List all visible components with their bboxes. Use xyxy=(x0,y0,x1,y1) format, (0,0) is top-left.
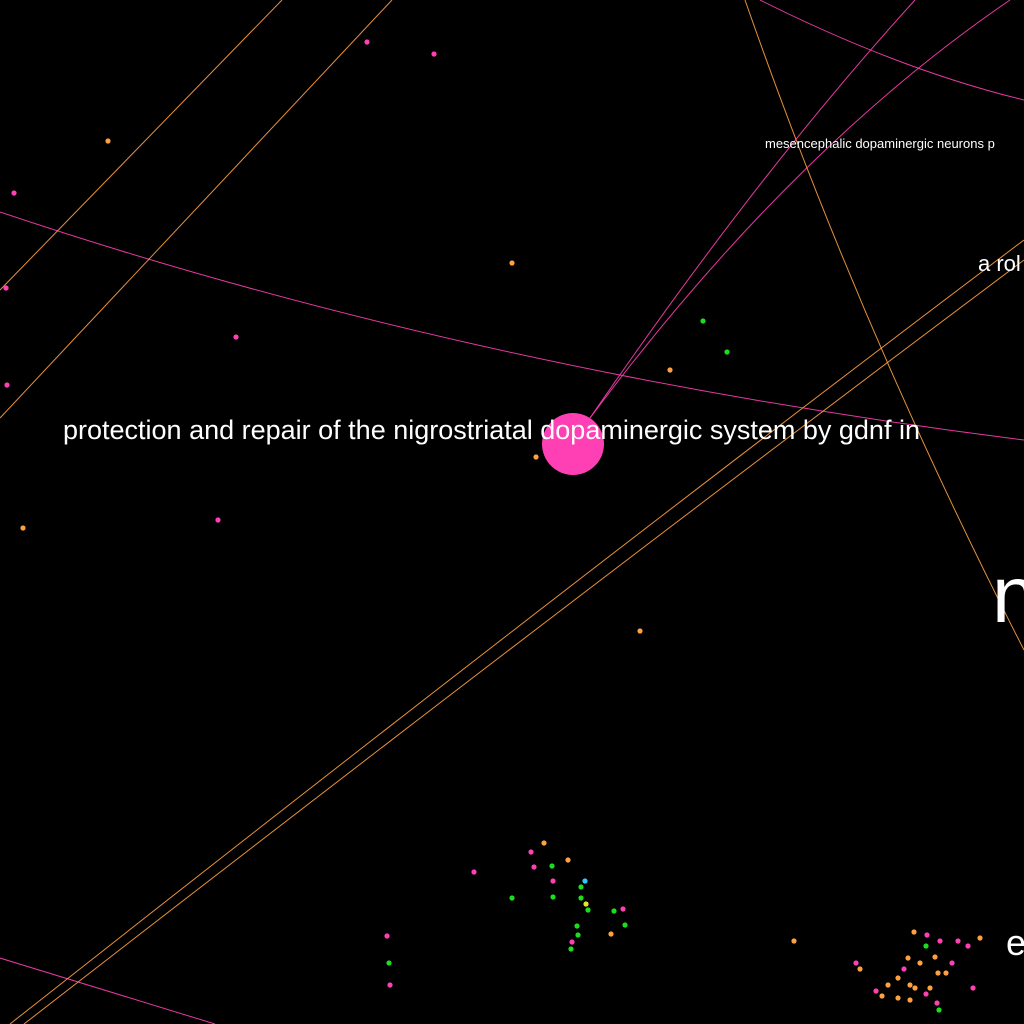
graph-node-orange[interactable] xyxy=(509,260,515,266)
graph-node-green[interactable] xyxy=(724,349,730,355)
graph-node-pink[interactable] xyxy=(965,943,971,949)
graph-edge-orange-top-left-2 xyxy=(0,0,393,419)
graph-node-orange[interactable] xyxy=(935,970,941,976)
graph-node-pink[interactable] xyxy=(384,933,390,939)
graph-node-orange[interactable] xyxy=(977,935,983,941)
graph-node-pink[interactable] xyxy=(550,878,556,884)
graph-node-pink[interactable] xyxy=(873,988,879,994)
graph-node-green[interactable] xyxy=(622,922,628,928)
graph-node-pink[interactable] xyxy=(853,960,859,966)
graph-node-pink[interactable] xyxy=(923,991,929,997)
graph-node-pink[interactable] xyxy=(901,966,907,972)
graph-node-orange[interactable] xyxy=(907,997,913,1003)
graph-edge-pink-up-2 xyxy=(589,0,1011,419)
graph-node-orange[interactable] xyxy=(927,985,933,991)
graph-node-pink[interactable] xyxy=(970,985,976,991)
graph-node-orange[interactable] xyxy=(791,938,797,944)
graph-node-orange[interactable] xyxy=(905,955,911,961)
graph-edge-orange-long-1 xyxy=(9,239,1024,1024)
graph-edge-orange-long-2 xyxy=(23,259,1024,1024)
graph-node-orange[interactable] xyxy=(895,995,901,1001)
graph-node-pink[interactable] xyxy=(3,285,9,291)
graph-edge-pink-bottom-left xyxy=(0,957,216,1024)
focus-node[interactable] xyxy=(542,413,604,475)
graph-node-pink[interactable] xyxy=(620,906,626,912)
graph-node-orange[interactable] xyxy=(608,931,614,937)
graph-node-green[interactable] xyxy=(386,960,392,966)
graph-node-pink[interactable] xyxy=(4,382,10,388)
graph-node-pink[interactable] xyxy=(11,190,17,196)
graph-node-orange[interactable] xyxy=(637,628,643,634)
graph-node-green[interactable] xyxy=(923,943,929,949)
graph-node-pink[interactable] xyxy=(934,1000,940,1006)
graph-node-green[interactable] xyxy=(574,923,580,929)
graph-node-orange[interactable] xyxy=(533,454,539,460)
graph-node-orange[interactable] xyxy=(541,840,547,846)
graph-node-pink[interactable] xyxy=(937,938,943,944)
graph-node-pink[interactable] xyxy=(528,849,534,855)
graph-node-green[interactable] xyxy=(585,907,591,913)
graph-node-orange[interactable] xyxy=(932,954,938,960)
node-label-top-right[interactable]: mesencephalic dopaminergic neurons p xyxy=(765,136,995,151)
graph-node-cyan[interactable] xyxy=(582,878,588,884)
graph-node-pink[interactable] xyxy=(471,869,477,875)
graph-node-orange[interactable] xyxy=(907,982,913,988)
node-label-bottom-right[interactable]: e xyxy=(1006,922,1024,963)
graph-node-pink[interactable] xyxy=(233,334,239,340)
graph-node-green[interactable] xyxy=(700,318,706,324)
graph-node-orange[interactable] xyxy=(917,960,923,966)
graph-edge-pink-arc-long xyxy=(0,211,1024,441)
graph-node-green[interactable] xyxy=(575,932,581,938)
graph-node-yellow[interactable] xyxy=(583,901,589,907)
graph-node-green[interactable] xyxy=(550,894,556,900)
node-label-right-mid[interactable]: a rol xyxy=(978,251,1021,276)
graph-node-green[interactable] xyxy=(549,863,555,869)
graph-node-pink[interactable] xyxy=(531,864,537,870)
graph-node-orange[interactable] xyxy=(943,970,949,976)
graph-node-green[interactable] xyxy=(509,895,515,901)
graph-node-orange[interactable] xyxy=(912,985,918,991)
graph-node-orange[interactable] xyxy=(667,367,673,373)
graph-edge-pink-up-1 xyxy=(589,0,916,419)
graph-edge-orange-diagonal xyxy=(744,0,1024,651)
graph-node-pink[interactable] xyxy=(387,982,393,988)
graph-node-green[interactable] xyxy=(611,908,617,914)
label-layer: protection and repair of the nigrostriat… xyxy=(63,136,1024,963)
node-layer xyxy=(3,39,983,1013)
graph-node-orange[interactable] xyxy=(895,975,901,981)
focus-node-label[interactable]: protection and repair of the nigrostriat… xyxy=(63,415,920,445)
node-label-right-big[interactable]: n xyxy=(992,550,1024,639)
graph-edge-orange-top-left-1 xyxy=(0,0,283,291)
graph-node-orange[interactable] xyxy=(911,929,917,935)
graph-node-green[interactable] xyxy=(578,895,584,901)
graph-node-pink[interactable] xyxy=(924,932,930,938)
graph-node-green[interactable] xyxy=(578,884,584,890)
graph-edge-pink-top-right xyxy=(759,0,1024,101)
graph-node-orange[interactable] xyxy=(879,993,885,999)
graph-node-pink[interactable] xyxy=(215,517,221,523)
graph-node-pink[interactable] xyxy=(949,960,955,966)
graph-node-pink[interactable] xyxy=(569,939,575,945)
graph-node-pink[interactable] xyxy=(364,39,370,45)
graph-node-orange[interactable] xyxy=(105,138,111,144)
graph-node-orange[interactable] xyxy=(20,525,26,531)
graph-node-pink[interactable] xyxy=(431,51,437,57)
graph-node-green[interactable] xyxy=(936,1007,942,1013)
graph-node-orange[interactable] xyxy=(565,857,571,863)
graph-node-orange[interactable] xyxy=(885,982,891,988)
graph-node-orange[interactable] xyxy=(857,966,863,972)
graph-node-pink[interactable] xyxy=(955,938,961,944)
graph-node-green[interactable] xyxy=(568,946,574,952)
